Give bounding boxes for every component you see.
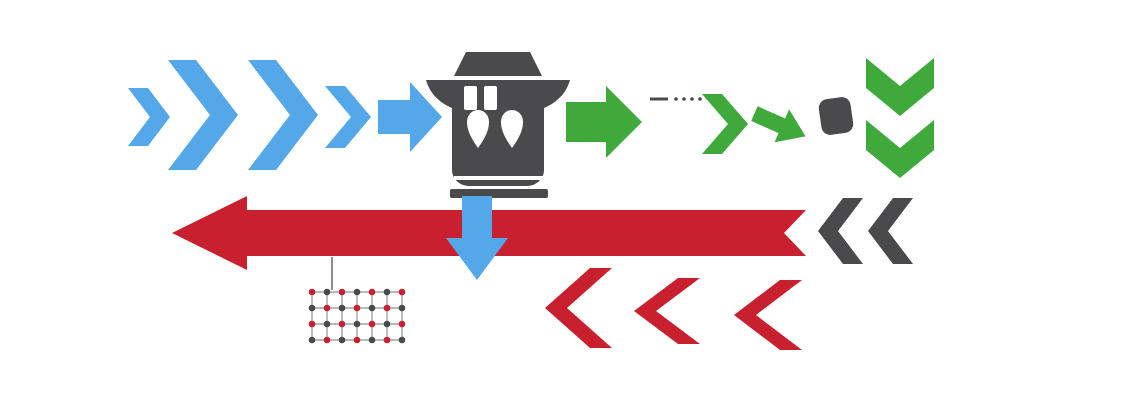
green-down-chevrons xyxy=(866,58,934,178)
blue-chevron-icon xyxy=(128,88,170,146)
lattice-atom xyxy=(383,288,391,296)
lattice-atom xyxy=(398,304,406,312)
sample-crucible xyxy=(818,97,854,135)
green-chevron xyxy=(702,94,748,154)
furnace-base-bar xyxy=(450,189,548,198)
lattice-atom xyxy=(353,288,361,296)
droplet-icon xyxy=(467,110,489,148)
lattice-atom xyxy=(338,288,346,296)
dash-dot-legend xyxy=(650,97,702,101)
green-down-chevron-icon xyxy=(866,120,934,178)
lattice-atom xyxy=(383,320,391,328)
green-arrow-tilted xyxy=(751,106,806,143)
lattice-atom xyxy=(353,336,361,344)
furnace-support-line xyxy=(454,176,544,180)
red-arrow-shaft xyxy=(247,210,806,256)
green-arrow-block xyxy=(566,86,642,158)
lattice-atom xyxy=(338,336,346,344)
dot-icon xyxy=(690,97,694,101)
blue-arrow-sequence xyxy=(128,60,442,170)
lattice-atom xyxy=(308,320,316,328)
lattice-atom xyxy=(308,304,316,312)
lattice-atom xyxy=(368,288,376,296)
green-tilted-arrow-icon xyxy=(751,106,806,143)
red-left-chevron-icon xyxy=(734,280,802,350)
dot-icon xyxy=(682,97,686,101)
red-arrowhead-icon xyxy=(172,196,247,270)
lattice-atom xyxy=(368,336,376,344)
gray-left-chevron-icon xyxy=(818,198,863,264)
lattice-atom xyxy=(368,304,376,312)
lattice-atom xyxy=(323,288,331,296)
furnace-lid-icon xyxy=(454,52,542,76)
red-return-chevrons xyxy=(545,268,802,350)
blue-chevron-icon xyxy=(168,60,238,170)
furnace-icon xyxy=(426,52,570,198)
green-chevron-icon xyxy=(702,94,748,154)
lattice-atom xyxy=(353,320,361,328)
red-feedback-arrow xyxy=(172,196,806,270)
blue-chevron-icon xyxy=(248,60,318,170)
gray-left-chevron-icon xyxy=(868,198,913,264)
blue-down-arrow-icon xyxy=(446,196,508,280)
crystal-lattice-icon xyxy=(308,288,406,344)
lattice-atom xyxy=(308,336,316,344)
lattice-atom xyxy=(368,320,376,328)
sample-crucible-icon xyxy=(818,97,854,135)
lattice-atom xyxy=(323,304,331,312)
ampoule-icon xyxy=(484,86,497,110)
furnace-body-icon xyxy=(426,80,570,186)
droplet-icon xyxy=(501,110,523,148)
dot-icon xyxy=(698,97,702,101)
lattice-atom xyxy=(383,336,391,344)
green-down-chevron-icon xyxy=(866,58,934,116)
lattice-atom xyxy=(398,336,406,344)
lattice-atom xyxy=(338,304,346,312)
gray-chevrons xyxy=(818,198,913,264)
lattice-atom xyxy=(383,304,391,312)
blue-chevron-icon xyxy=(325,86,371,148)
red-left-chevron-icon xyxy=(634,278,700,344)
dot-icon xyxy=(674,97,678,101)
red-left-chevron-icon xyxy=(545,268,612,348)
lattice-atom xyxy=(308,288,316,296)
lattice-atom xyxy=(323,336,331,344)
blue-down-arrow xyxy=(446,196,508,280)
lattice-atom xyxy=(323,320,331,328)
lattice-atom xyxy=(398,288,406,296)
green-block-arrow-icon xyxy=(566,86,642,158)
lattice-atom xyxy=(353,304,361,312)
lattice-atom xyxy=(338,320,346,328)
ampoule-icon xyxy=(464,86,477,110)
blue-block-arrow-icon xyxy=(378,82,442,152)
lattice-atom xyxy=(398,320,406,328)
